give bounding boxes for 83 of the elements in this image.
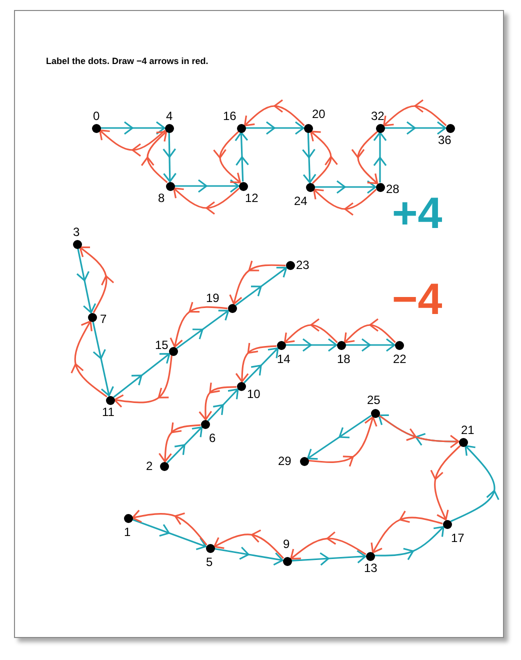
arrow bbox=[141, 131, 168, 184]
dot-number: 0 bbox=[93, 110, 100, 122]
arrow bbox=[214, 530, 284, 559]
arrow bbox=[113, 353, 170, 398]
arrow bbox=[80, 246, 114, 314]
arrow bbox=[244, 348, 278, 384]
arrow bbox=[100, 121, 166, 135]
arrow bbox=[158, 422, 201, 462]
arrow bbox=[234, 132, 249, 182]
arrow bbox=[76, 248, 96, 313]
arrow bbox=[307, 414, 372, 460]
arrow bbox=[246, 121, 304, 135]
arrow bbox=[208, 388, 239, 422]
arrow bbox=[384, 121, 446, 135]
dot-number: 4 bbox=[166, 110, 173, 122]
dot-number: 20 bbox=[312, 108, 326, 120]
arrow bbox=[284, 318, 338, 344]
arrow bbox=[214, 546, 284, 566]
arrow bbox=[310, 130, 338, 184]
dot-number: 24 bbox=[294, 195, 308, 207]
dot-number: 8 bbox=[158, 192, 165, 204]
arrow bbox=[370, 510, 443, 553]
arrow bbox=[162, 132, 176, 182]
arrow bbox=[173, 188, 240, 215]
arrow bbox=[174, 179, 240, 193]
arrow bbox=[314, 180, 376, 194]
arrow bbox=[198, 382, 237, 420]
dot-number: 29 bbox=[278, 455, 292, 467]
dot-number: 10 bbox=[247, 388, 260, 400]
arrow bbox=[99, 130, 166, 157]
arrow bbox=[308, 416, 378, 467]
arrow bbox=[132, 518, 207, 550]
arrow bbox=[244, 99, 305, 126]
arrow bbox=[351, 131, 378, 184]
dot-number: 22 bbox=[393, 353, 406, 365]
dot-number: 25 bbox=[367, 394, 380, 406]
arrow bbox=[430, 445, 461, 520]
arrow bbox=[176, 310, 229, 349]
arrow bbox=[344, 318, 396, 343]
dot-number: 13 bbox=[364, 562, 378, 574]
dot-number: 7 bbox=[100, 313, 107, 325]
dot-number: 19 bbox=[206, 292, 220, 304]
dot-number: 23 bbox=[296, 259, 310, 271]
dot-number: 15 bbox=[155, 339, 168, 351]
arrow bbox=[235, 266, 287, 306]
arrow bbox=[92, 321, 114, 396]
arrow bbox=[450, 445, 500, 522]
arrow bbox=[70, 320, 108, 398]
arrow bbox=[286, 338, 338, 352]
dot-number: 12 bbox=[245, 192, 258, 204]
instruction-text: Label the dots. Draw −4 arrows in red. bbox=[46, 56, 208, 66]
arrow bbox=[383, 99, 447, 126]
dot-number: 9 bbox=[283, 538, 290, 550]
dot-number: 14 bbox=[277, 353, 290, 365]
dot-number: 16 bbox=[223, 110, 236, 122]
dot-number: 28 bbox=[386, 183, 400, 195]
arrow bbox=[373, 132, 387, 182]
dot-number: 6 bbox=[209, 432, 216, 444]
dot-number: 11 bbox=[102, 406, 114, 418]
arrow bbox=[114, 355, 172, 408]
dot-number: 17 bbox=[451, 532, 464, 544]
dot-number: 2 bbox=[146, 460, 153, 472]
arrow bbox=[374, 526, 444, 560]
step-label: −4 bbox=[392, 278, 442, 322]
arrow bbox=[166, 426, 202, 464]
arrow bbox=[313, 188, 377, 216]
dot-number: 32 bbox=[371, 110, 384, 122]
arrow bbox=[290, 532, 366, 560]
dot-number: 36 bbox=[438, 134, 452, 146]
dot-number: 21 bbox=[461, 424, 474, 436]
arrow bbox=[132, 510, 208, 546]
dot-number: 1 bbox=[124, 526, 131, 538]
arrow bbox=[213, 131, 242, 184]
step-label: +4 bbox=[392, 192, 442, 236]
arrow bbox=[346, 338, 396, 352]
arrow bbox=[229, 260, 286, 304]
dot-number: 5 bbox=[206, 556, 213, 568]
arrow bbox=[236, 342, 277, 382]
dot-number: 18 bbox=[337, 353, 350, 365]
arrow bbox=[291, 550, 366, 566]
dot-number: 3 bbox=[73, 226, 80, 238]
arrow bbox=[302, 132, 316, 183]
arrow bbox=[170, 302, 228, 348]
